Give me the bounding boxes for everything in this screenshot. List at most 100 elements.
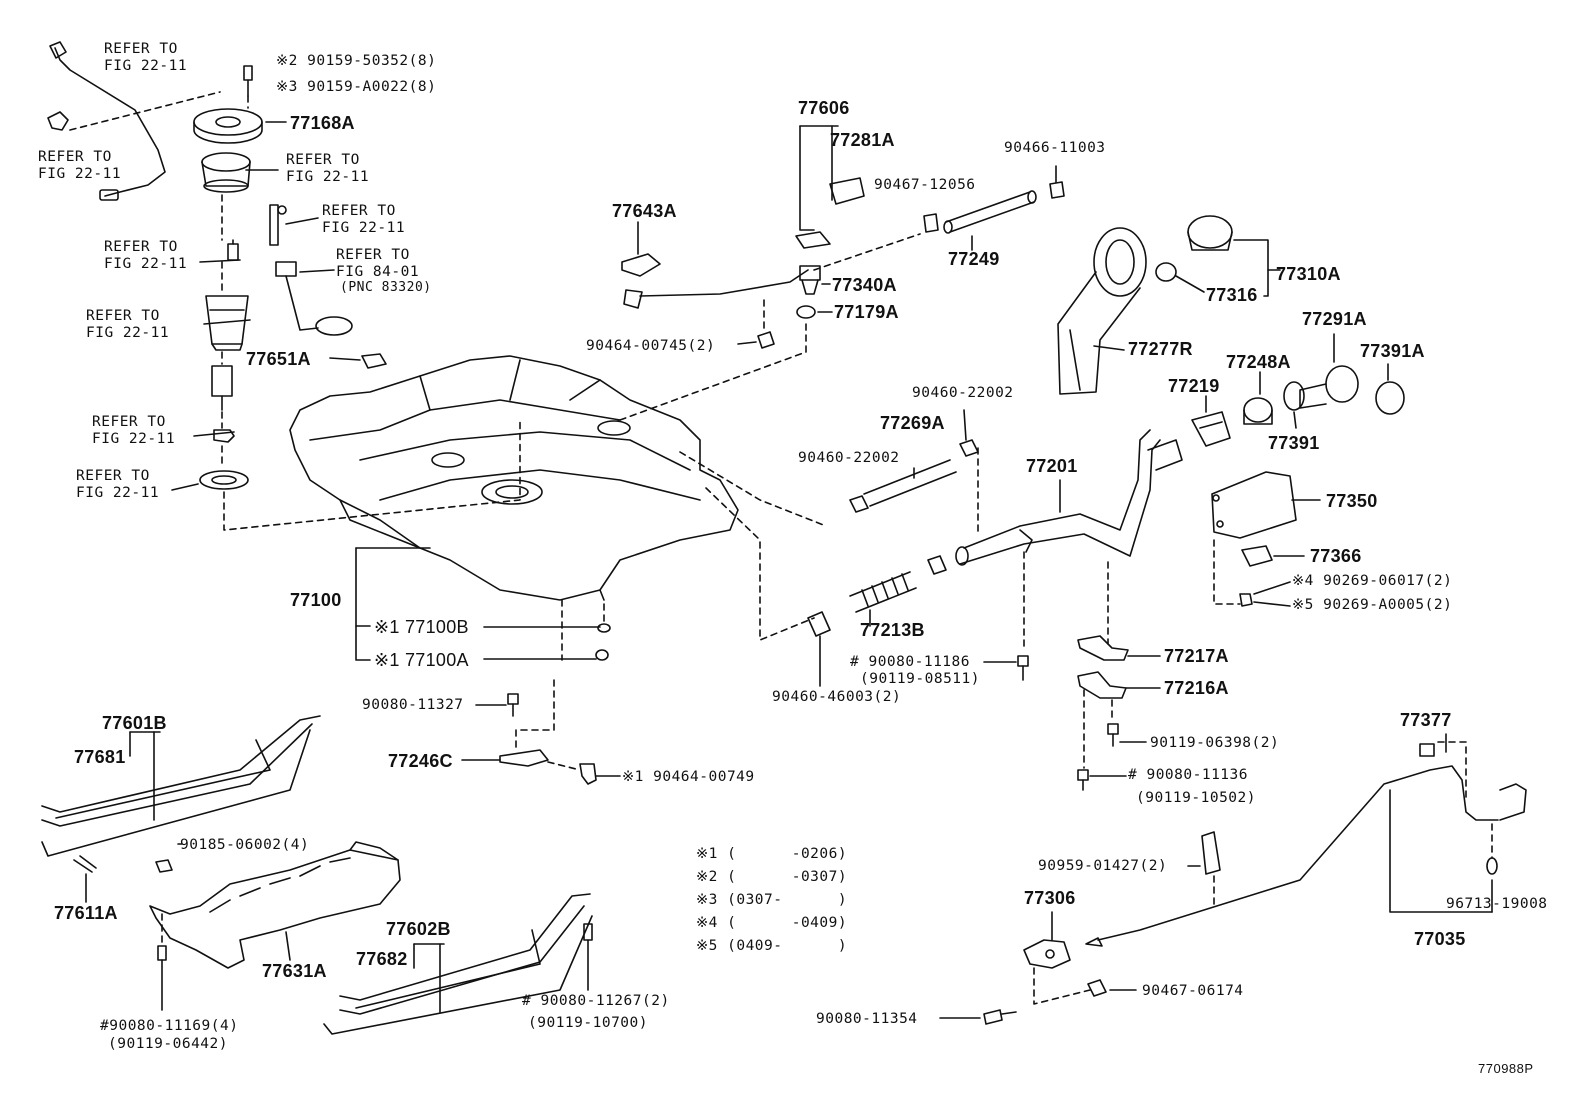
ref-pnc-83320: (PNC 83320) bbox=[340, 280, 432, 295]
bushing-77248A bbox=[1243, 397, 1273, 425]
part-90464-00745: 90464-00745(2) bbox=[586, 338, 716, 354]
part-90080-11136: # 90080-11136 bbox=[1128, 767, 1248, 783]
bolt-90119-06398 bbox=[1107, 723, 1119, 747]
clamp-90460-22002b bbox=[959, 439, 979, 457]
gasket-ring-77168A bbox=[193, 108, 263, 144]
part-90080-11186: # 90080-11186 bbox=[850, 654, 970, 670]
part-77350: 77350 bbox=[1326, 491, 1378, 511]
bracket-77281A bbox=[795, 177, 865, 249]
part-77201: 77201 bbox=[1026, 456, 1078, 476]
ref-fig-22-11-c-line1: REFER TO bbox=[286, 152, 360, 168]
ref-fig-22-11-g-line2: FIG 22-11 bbox=[92, 431, 176, 447]
seal-ring bbox=[199, 470, 249, 490]
ring-77391A bbox=[1375, 381, 1405, 415]
part-77602B: 77602B bbox=[386, 919, 451, 939]
valve-77643A bbox=[621, 253, 661, 277]
ref-fig-22-11-d-line1: REFER TO bbox=[322, 203, 396, 219]
protector-77631A bbox=[149, 841, 401, 969]
ref-fig-22-11-c-line2: FIG 22-11 bbox=[286, 169, 370, 185]
bolt-90080-11327 bbox=[507, 693, 519, 717]
hose-77249 bbox=[943, 190, 1037, 234]
part-90119-06442: (90119-06442) bbox=[108, 1036, 228, 1052]
part-77248A: 77248A bbox=[1226, 352, 1291, 372]
note-5: ※5 (0409- ) bbox=[696, 938, 848, 954]
part-77340A: 77340A bbox=[832, 275, 897, 295]
part-90080-11169: #90080-11169(4) bbox=[100, 1018, 239, 1034]
part-77281A: 77281A bbox=[830, 130, 895, 150]
part-90119-08511: (90119-08511) bbox=[860, 671, 980, 687]
note-3: ※3 (0307- ) bbox=[696, 892, 848, 908]
part-77377: 77377 bbox=[1400, 710, 1452, 730]
ref-fig-22-11-f-line2: FIG 22-11 bbox=[86, 325, 170, 341]
ref-fig-22-11-e-line2: FIG 22-11 bbox=[104, 256, 188, 272]
part-77601B: 77601B bbox=[102, 713, 167, 733]
ref-fig-22-11-e-line1: REFER TO bbox=[104, 239, 178, 255]
screw-90269 bbox=[1239, 593, 1253, 607]
part-77179A: 77179A bbox=[834, 302, 899, 322]
part-77643A: 77643A bbox=[612, 201, 677, 221]
cap-77310A bbox=[1187, 215, 1233, 251]
part-77306: 77306 bbox=[1024, 888, 1076, 908]
bolt-90080-11186 bbox=[1017, 655, 1029, 681]
fuel-level-sender-wire bbox=[49, 41, 166, 201]
pump-motor bbox=[211, 365, 233, 411]
fitting-icon bbox=[227, 239, 239, 261]
part-77216A: 77216A bbox=[1164, 678, 1229, 698]
part-77366: 77366 bbox=[1310, 546, 1362, 566]
diagram-id: 770988P bbox=[1478, 1061, 1534, 1076]
ref-fig-22-11-b-line1: REFER TO bbox=[38, 149, 112, 165]
part-77219: 77219 bbox=[1168, 376, 1220, 396]
ref-fig-22-11-b-line2: FIG 22-11 bbox=[38, 166, 122, 182]
part-77291A: 77291A bbox=[1302, 309, 1367, 329]
hose-77213B bbox=[849, 571, 917, 613]
dash-leader bbox=[69, 91, 221, 131]
clamp-90467-12056 bbox=[923, 213, 939, 233]
part-90080-11354: 90080-11354 bbox=[816, 1011, 918, 1027]
part-77213B: 77213B bbox=[860, 620, 925, 640]
part-77246C: 77246C bbox=[388, 751, 453, 771]
filler-pipe-77201 bbox=[955, 429, 1183, 566]
clamp-90460-22002a bbox=[849, 495, 869, 513]
bracket-77246C bbox=[499, 749, 549, 767]
part-90080-11267: # 90080-11267(2) bbox=[522, 993, 670, 1009]
note-1: ※1 ( -0206) bbox=[696, 846, 848, 862]
part-90467-06174: 90467-06174 bbox=[1142, 983, 1244, 999]
clamp-90959-01427 bbox=[1201, 831, 1221, 875]
part-77606: 77606 bbox=[798, 98, 850, 118]
fuel-tank bbox=[289, 355, 739, 601]
ref-fig-84-01-line1: REFER TO bbox=[336, 247, 410, 263]
filler-neck-housing-77277R bbox=[1057, 227, 1147, 395]
part-90185-06002: 90185-06002(4) bbox=[180, 837, 310, 853]
part-77682: 77682 bbox=[356, 949, 408, 969]
bracket-77216A bbox=[1077, 671, 1127, 699]
part-90159-50352: ※2 90159-50352(8) bbox=[276, 53, 437, 69]
ref-fig-22-11-h-line2: FIG 22-11 bbox=[76, 485, 160, 501]
part-77249: 77249 bbox=[948, 249, 1000, 269]
ref-fig-84-01-line2: FIG 84-01 bbox=[336, 264, 420, 280]
screw-icon bbox=[243, 65, 253, 97]
part-90959-01427: 90959-01427(2) bbox=[1038, 858, 1168, 874]
part-90080-11327: 90080-11327 bbox=[362, 697, 464, 713]
clip-90464-00749 bbox=[579, 763, 597, 785]
part-90269-A0005: ※5 90269-A0005(2) bbox=[1292, 597, 1453, 613]
ref-fig-22-11-d-line2: FIG 22-11 bbox=[322, 220, 406, 236]
grommet-77179A bbox=[796, 305, 816, 319]
part-96713-19008: 96713-19008 bbox=[1446, 896, 1548, 912]
pump-cap bbox=[201, 152, 251, 193]
part-77277R: 77277R bbox=[1128, 339, 1193, 359]
part-90466-11003: 90466-11003 bbox=[1004, 140, 1106, 156]
pad-77651A bbox=[361, 353, 387, 369]
ref-fig-22-11-g-line1: REFER TO bbox=[92, 414, 166, 430]
clip-90466-11003 bbox=[1049, 181, 1065, 199]
ring-77391 bbox=[1283, 381, 1305, 411]
part-90119-06398: 90119-06398(2) bbox=[1150, 735, 1280, 751]
bolt-90080-11136 bbox=[1077, 769, 1089, 791]
note-2: ※2 ( -0307) bbox=[696, 869, 848, 885]
bolt-90080-11354 bbox=[983, 1009, 1017, 1025]
vapor-line bbox=[623, 269, 809, 309]
ref-fig-22-11-a-line2: FIG 22-11 bbox=[104, 58, 188, 74]
bolt-90080-11169 bbox=[157, 945, 167, 1011]
note-4: ※4 ( -0409) bbox=[696, 915, 848, 931]
clamp-77219 bbox=[1191, 411, 1231, 447]
part-90119-10502: (90119-10502) bbox=[1136, 790, 1256, 806]
